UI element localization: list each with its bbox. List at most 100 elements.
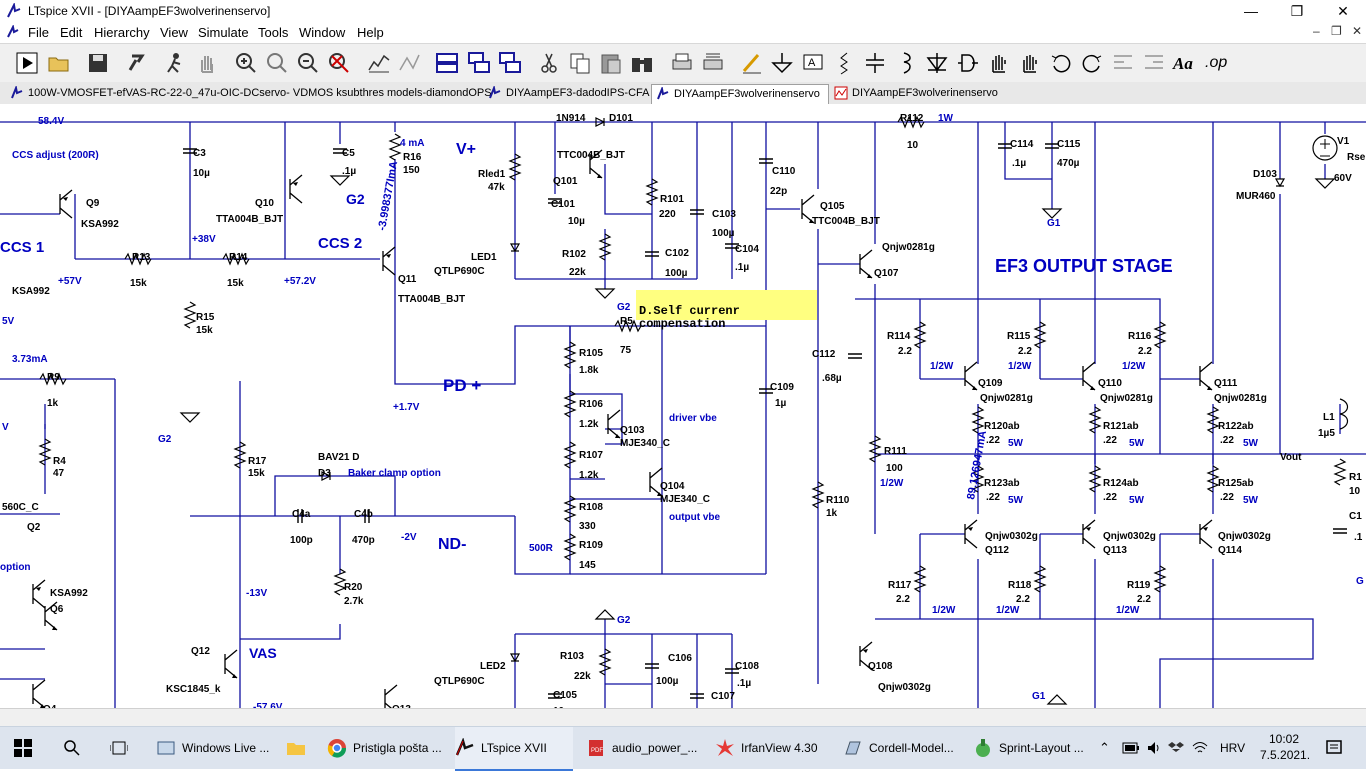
network-icon[interactable] xyxy=(1192,740,1208,756)
mirror-icon[interactable] xyxy=(1141,50,1167,76)
tab-diyaampef3wolverinenservo-waveform[interactable]: DIYAampEF3wolverinenservo xyxy=(830,84,998,103)
cascade-icon[interactable] xyxy=(466,50,492,76)
hand-icon[interactable] xyxy=(194,50,220,76)
schematic-label: R109 xyxy=(579,540,603,551)
dropbox-icon[interactable] xyxy=(1168,740,1184,756)
waveform-icon[interactable] xyxy=(397,50,423,76)
undo-icon[interactable] xyxy=(1048,50,1074,76)
open-icon[interactable] xyxy=(46,50,72,76)
taskbar-ltspice[interactable]: LTspice XVII xyxy=(455,727,573,771)
schematic-label: CCS 1 xyxy=(0,239,44,256)
label-net-icon[interactable]: A xyxy=(800,50,826,76)
menu-file[interactable]: File xyxy=(28,25,49,40)
tab-label: DIYAampEF3-dadodIPS-CFA xyxy=(506,87,650,99)
taskbar-sprint-layout[interactable]: Sprint-Layout ... xyxy=(973,727,1091,769)
close-all-icon[interactable] xyxy=(497,50,523,76)
ground-icon[interactable] xyxy=(769,50,795,76)
zoom-pan-icon[interactable] xyxy=(264,50,290,76)
menu-tools[interactable]: Tools xyxy=(258,25,289,40)
tray-chevron-up-icon[interactable]: ⌃ xyxy=(1099,740,1110,755)
resistor-icon[interactable] xyxy=(831,50,857,76)
cut-icon[interactable] xyxy=(536,50,562,76)
volume-icon[interactable] xyxy=(1146,740,1162,756)
autorange-icon[interactable] xyxy=(366,50,392,76)
zoom-in-icon[interactable] xyxy=(233,50,259,76)
menu-window[interactable]: Window xyxy=(299,25,346,40)
schematic-label: 3.73mA xyxy=(12,354,48,365)
menu-view[interactable]: View xyxy=(160,25,188,40)
battery-icon[interactable] xyxy=(1122,741,1140,755)
schematic-label: R17 xyxy=(248,456,267,467)
schematic-label: R118 xyxy=(1008,580,1032,591)
taskbar-file-explorer[interactable] xyxy=(286,727,308,769)
menu-help[interactable]: Help xyxy=(357,25,384,40)
menu-edit[interactable]: Edit xyxy=(60,25,83,40)
horizontal-scrollbar[interactable] xyxy=(0,708,1366,727)
transistor-arrow xyxy=(809,219,814,223)
notification-icon[interactable] xyxy=(1325,739,1343,757)
tile-icon[interactable] xyxy=(434,50,460,76)
halt-icon[interactable] xyxy=(162,50,188,76)
schematic-label: 2.2 xyxy=(1137,594,1151,605)
windows-start-icon[interactable] xyxy=(14,739,32,757)
taskbar-windows-live-mail[interactable]: Windows Live ... xyxy=(156,727,274,769)
spice-directive-icon[interactable]: .op xyxy=(1205,54,1228,71)
tab-diyaampef3-dadodips-cfa[interactable]: DIYAampEF3-dadodIPS-CFA xyxy=(484,84,649,103)
resistor-symbol xyxy=(971,406,985,434)
capacitor-icon[interactable] xyxy=(862,50,888,76)
schematic-label: 100p xyxy=(290,535,313,546)
zoom-fit-icon[interactable] xyxy=(326,50,352,76)
text-icon[interactable]: Aa xyxy=(1173,54,1193,73)
ground-symbol xyxy=(1041,208,1063,219)
task-view-icon[interactable] xyxy=(110,739,128,757)
search-icon[interactable] xyxy=(63,739,81,757)
language-indicator[interactable]: HRV xyxy=(1220,741,1246,755)
schematic-label: L1 xyxy=(1323,412,1335,423)
tab-100w-vmosfet[interactable]: 100W-VMOSFET-efVAS-RC-22-0_47u-OIC-DCser… xyxy=(6,84,492,103)
taskbar-irfanview[interactable]: IrfanView 4.30 xyxy=(715,727,833,769)
mdi-minimize-button[interactable]: – xyxy=(1313,24,1320,38)
taskbar-pdf[interactable]: PDF audio_power_... xyxy=(586,727,704,769)
drag-icon[interactable] xyxy=(1017,50,1043,76)
close-button[interactable]: ✕ xyxy=(1337,3,1349,19)
print-icon[interactable] xyxy=(669,50,695,76)
clock[interactable]: 10:02 7.5.2021. xyxy=(1260,731,1310,763)
capacitor-symbol xyxy=(998,143,1012,149)
run-icon[interactable] xyxy=(14,50,40,76)
draw-wire-icon[interactable] xyxy=(739,50,765,76)
menu-hierarchy[interactable]: Hierarchy xyxy=(94,25,150,40)
maximize-button[interactable]: ❐ xyxy=(1290,3,1304,19)
copy-icon[interactable] xyxy=(567,50,593,76)
minimize-button[interactable]: — xyxy=(1244,3,1258,19)
menu-simulate[interactable]: Simulate xyxy=(198,25,249,40)
schematic-label: 145 xyxy=(579,560,596,571)
taskbar-cordell-model[interactable]: Cordell-Model... xyxy=(843,727,961,769)
find-icon[interactable] xyxy=(629,50,655,76)
component-icon[interactable] xyxy=(954,50,980,76)
move-icon[interactable] xyxy=(986,50,1012,76)
schematic-label: Qnjw0302g xyxy=(878,682,931,693)
redo-icon[interactable] xyxy=(1079,50,1105,76)
schematic-label: .1µ xyxy=(735,262,749,273)
schematic-label: 22k xyxy=(574,671,591,682)
schematic-label: Q13 xyxy=(392,704,411,708)
schematic-label: 150 xyxy=(403,165,420,176)
taskbar-chrome[interactable]: Pristigla pošta ... xyxy=(327,727,445,769)
inductor-icon[interactable] xyxy=(892,50,918,76)
control-panel-icon[interactable] xyxy=(124,50,150,76)
save-icon[interactable] xyxy=(85,50,111,76)
schematic-label: Q103 xyxy=(620,425,645,436)
diode-icon[interactable] xyxy=(924,50,950,76)
tab-diyaampef3wolverinenservo[interactable]: DIYAampEF3wolverinenservo xyxy=(651,84,829,104)
transistor-arrow xyxy=(52,626,57,630)
schematic-label: R117 xyxy=(888,580,912,591)
mdi-restore-button[interactable]: ❐ xyxy=(1331,24,1342,38)
resistor-symbol xyxy=(645,178,659,206)
rotate-icon[interactable] xyxy=(1110,50,1136,76)
print-setup-icon[interactable] xyxy=(700,50,726,76)
mdi-close-button[interactable]: ✕ xyxy=(1352,24,1363,38)
paste-icon[interactable] xyxy=(598,50,624,76)
zoom-out-icon[interactable] xyxy=(295,50,321,76)
